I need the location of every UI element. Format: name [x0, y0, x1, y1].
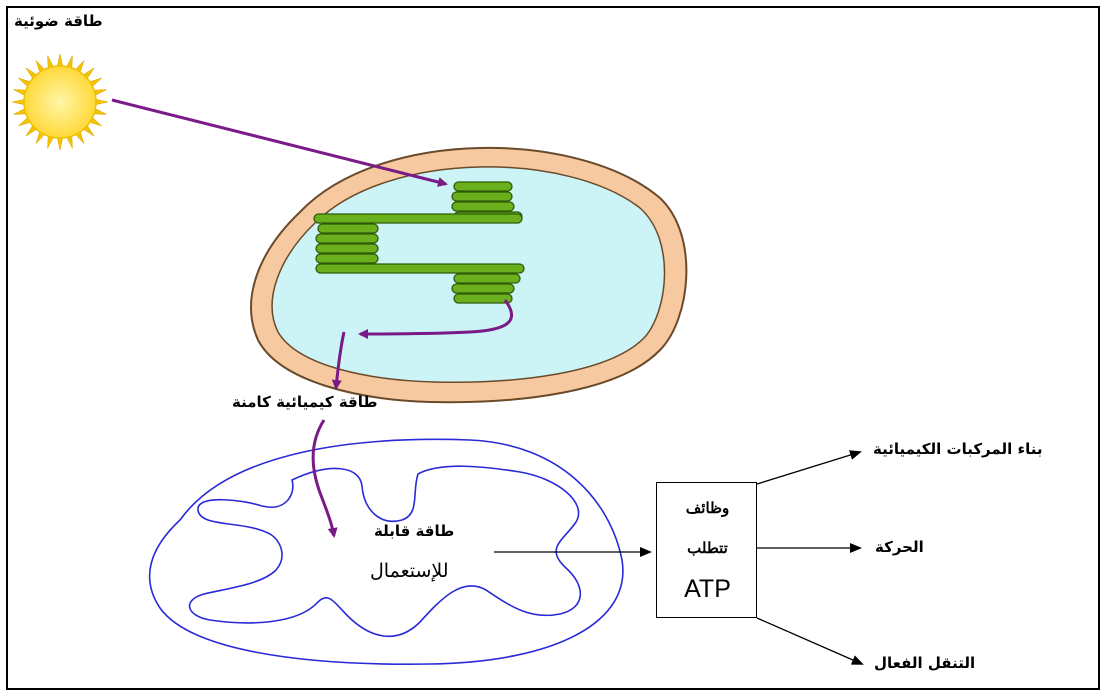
- mitochondrion-icon: [148, 438, 624, 665]
- chloroplast-exit-arrow: [331, 331, 346, 390]
- potential-chemical-energy-label: طاقة كيميائية كامنة: [232, 393, 378, 411]
- usable-energy-label-line1: طاقة قابلة: [374, 522, 455, 540]
- synthesis-label: بناء المركبات الكيميائية: [873, 440, 1043, 458]
- atp-label: ATP: [684, 575, 731, 603]
- chloroplast-icon: [250, 146, 688, 404]
- to-synthesis-arrow: [756, 450, 862, 485]
- to-mitochondrion-arrow: [311, 419, 338, 538]
- atp-functions-box: وظائف تتطلب ATP: [656, 482, 757, 618]
- to-transport-arrow: [756, 617, 864, 665]
- sun-icon: [11, 53, 109, 151]
- energy-flow-arrows: [111, 98, 513, 538]
- movement-label: الحركة: [875, 538, 924, 556]
- light-arrow: [111, 98, 448, 187]
- chloroplast-internal-arrow: [358, 299, 513, 339]
- thylakoid-stacks: [313, 181, 525, 304]
- light-energy-label: طاقة ضوئية: [14, 12, 103, 30]
- functions-label-line2: تتطلب: [687, 540, 728, 557]
- usable-energy-label-line2: للإستعمال: [370, 560, 449, 582]
- functions-label-line1: وظائف: [685, 500, 730, 517]
- active-transport-label: التنقل الفعال: [874, 654, 976, 672]
- atp-arrows: [494, 450, 864, 665]
